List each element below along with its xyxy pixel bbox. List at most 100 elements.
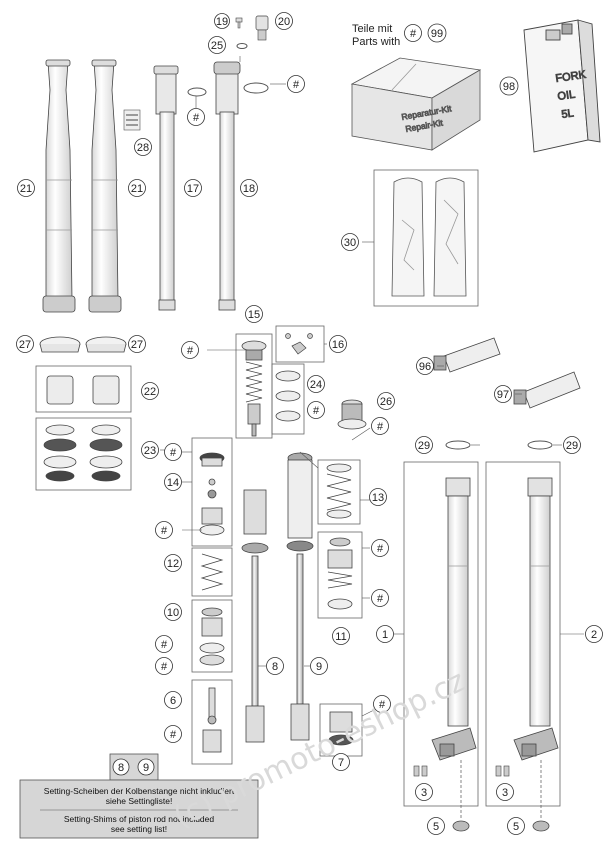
callout-21-left: 21 <box>17 179 35 197</box>
svg-text:17: 17 <box>187 183 199 195</box>
callout-23: 23 <box>141 441 159 459</box>
callout-hash-15: # <box>181 341 199 359</box>
callout-9: 9 <box>310 657 328 675</box>
piston-26 <box>337 399 367 430</box>
svg-text:14: 14 <box>167 477 179 489</box>
svg-text:27: 27 <box>131 339 143 351</box>
svg-text:12: 12 <box>167 558 179 570</box>
svg-text:29: 29 <box>418 440 430 452</box>
o-ring-29-left <box>445 440 471 450</box>
callout-14: 14 <box>164 473 182 491</box>
callout-hash-17: # <box>187 108 205 126</box>
group-box-6 <box>191 679 233 765</box>
piston-rod-8 <box>241 489 269 743</box>
callout-5-right: 5 <box>507 817 525 835</box>
bushing-27-left <box>39 336 81 353</box>
svg-text:21: 21 <box>20 183 32 195</box>
callout-6: 6 <box>164 691 182 709</box>
svg-text:10: 10 <box>167 607 179 619</box>
callout-96: 96 <box>416 357 434 375</box>
group-box-10 <box>191 599 233 673</box>
plug-5-right <box>532 760 550 832</box>
svg-text:16: 16 <box>332 339 344 351</box>
grease-tube-96 <box>433 337 501 373</box>
svg-text:#: # <box>377 543 384 555</box>
callout-13: 13 <box>369 488 387 506</box>
callout-30: 30 <box>341 233 359 251</box>
bushing-27-right <box>85 336 127 353</box>
group-box-23 <box>35 417 132 491</box>
rings-24 <box>275 370 301 422</box>
cartridge-15 <box>241 340 267 437</box>
svg-text:8: 8 <box>118 762 124 774</box>
grease-tube-97 <box>513 371 581 409</box>
callout-20: 20 <box>275 12 293 30</box>
kit-legend: Teile mit Parts with # 99 <box>352 23 447 48</box>
legend-hash-callout: # <box>404 24 422 42</box>
callout-hash-6: # <box>164 725 182 743</box>
callout-25: 25 <box>208 36 226 54</box>
note-en-line2: see setting list! <box>111 824 167 834</box>
callout-18: 18 <box>240 179 258 197</box>
callout-19: 19 <box>214 13 230 29</box>
callout-98: 98 <box>499 76 519 96</box>
callout-hash-7: # <box>373 695 391 713</box>
group-box-11 <box>317 531 363 619</box>
callout-1: 1 <box>376 625 394 643</box>
svg-text:22: 22 <box>144 386 156 398</box>
svg-text:23: 23 <box>144 445 156 457</box>
callout-27-right: 27 <box>128 335 146 353</box>
svg-text:98: 98 <box>503 81 515 93</box>
legend-line1: Teile mit <box>352 23 392 35</box>
svg-text:26: 26 <box>380 396 392 408</box>
leader-lines <box>160 56 584 717</box>
callout-12: 12 <box>164 554 182 572</box>
svg-text:19: 19 <box>216 16 228 28</box>
svg-text:3: 3 <box>502 787 508 799</box>
small-parts-16 <box>285 333 313 355</box>
svg-text:7: 7 <box>338 757 344 769</box>
group-box-24 <box>271 363 305 435</box>
o-ring-29-right <box>527 440 553 450</box>
outer-tube-right <box>88 59 122 313</box>
svg-text:6: 6 <box>170 695 176 707</box>
callout-22: 22 <box>141 382 159 400</box>
spring-12 <box>200 553 224 591</box>
oil-can-line1: FORK <box>555 69 588 85</box>
svg-text:#: # <box>161 661 168 673</box>
callout-29-left: 29 <box>415 436 433 454</box>
fork-oil-can: FORK OIL 5L <box>523 19 601 153</box>
svg-text:5: 5 <box>433 821 439 833</box>
callout-16: 16 <box>329 335 347 353</box>
seals-23 <box>43 424 123 482</box>
svg-text:9: 9 <box>143 762 149 774</box>
svg-text:#: # <box>377 593 384 605</box>
callout-97: 97 <box>494 385 512 403</box>
svg-text:13: 13 <box>372 492 384 504</box>
callout-11: 11 <box>332 627 350 645</box>
callout-2: 2 <box>585 625 603 643</box>
svg-text:#: # <box>379 699 386 711</box>
callout-hash-26: # <box>371 417 389 435</box>
callout-3-right: 3 <box>496 783 514 801</box>
note-en-line1: Setting-Shims of piston rod not included <box>64 814 215 824</box>
group-box-14 <box>191 437 233 547</box>
group-box-13 <box>317 459 361 525</box>
inner-tube-17 <box>153 65 179 311</box>
note-de-line1: Setting-Scheiben der Kolbenstange nicht … <box>44 786 235 796</box>
svg-text:#: # <box>170 729 177 741</box>
legend-line2: Parts with <box>352 36 400 48</box>
bolts-3-right <box>495 765 510 777</box>
valve-14 <box>199 452 225 536</box>
seal-25 <box>236 43 248 49</box>
callout-21-right: 21 <box>128 179 146 197</box>
bolts-3-left <box>413 765 428 777</box>
svg-text:5: 5 <box>513 821 519 833</box>
callout-5-left: 5 <box>427 817 445 835</box>
group-box-30 <box>373 169 479 307</box>
legend-99-callout: 99 <box>427 23 447 43</box>
fork-leg-2 <box>513 477 559 761</box>
callout-8: 8 <box>266 657 284 675</box>
svg-text:11: 11 <box>335 631 346 643</box>
